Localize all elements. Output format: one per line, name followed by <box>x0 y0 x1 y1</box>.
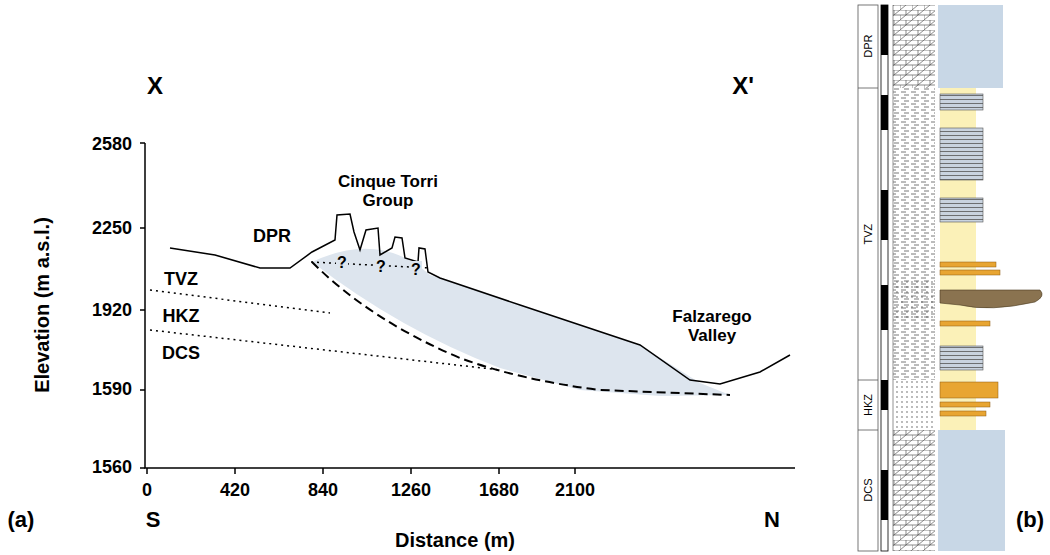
formation-label: DCS <box>862 477 874 502</box>
axis-title: Elevation (m a.s.l.) <box>31 217 53 393</box>
panel-label: (b) <box>1016 508 1044 532</box>
question-mark: ? <box>336 254 348 272</box>
formation-label: HKZ <box>163 307 200 327</box>
panel-label: (a) <box>8 508 35 532</box>
direction-label: S <box>146 508 161 532</box>
feature-label: Falzarego Valley <box>657 308 767 345</box>
tick-label: 1260 <box>391 481 431 501</box>
formation-label: DPR <box>862 33 874 58</box>
tick-label: 420 <box>220 481 250 501</box>
question-mark: ? <box>375 258 387 276</box>
formation-label: DCS <box>162 344 200 364</box>
direction-label: N <box>764 508 780 532</box>
question-mark: ? <box>410 261 422 279</box>
section-end: X <box>147 73 163 99</box>
tick-label: 1590 <box>92 380 132 400</box>
formation-label: DPR <box>253 227 291 247</box>
axis-title: Distance (m) <box>395 529 515 551</box>
tick-label: 1560 <box>92 458 132 478</box>
tick-label: 2580 <box>92 135 132 155</box>
formation-label: TVZ <box>164 270 198 290</box>
tick-label: 1680 <box>479 481 519 501</box>
tick-label: 2250 <box>92 219 132 239</box>
section-end: X' <box>732 73 754 99</box>
formation-label: HKZ <box>862 393 874 417</box>
feature-label: Cinque Torri Group <box>313 173 463 210</box>
tick-label: 1920 <box>92 301 132 321</box>
formation-label: TVZ <box>862 223 874 246</box>
tick-label: 2100 <box>555 481 595 501</box>
tick-label: 0 <box>142 481 152 501</box>
tick-label: 840 <box>308 481 338 501</box>
